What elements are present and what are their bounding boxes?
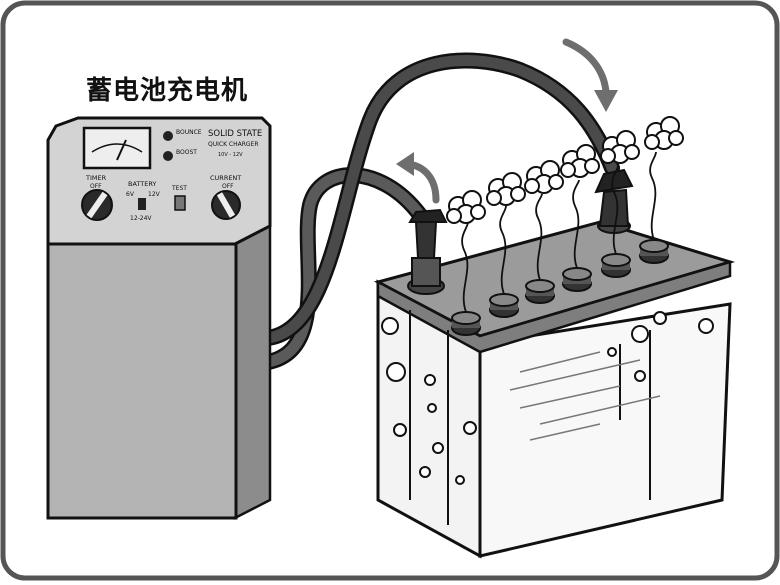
gas-cloud-2 bbox=[486, 172, 526, 206]
negative-cable bbox=[262, 169, 426, 368]
current-label: CURRENT bbox=[210, 174, 241, 182]
test-button bbox=[174, 195, 186, 211]
charger-panel-edge bbox=[48, 225, 271, 245]
charging-cables bbox=[260, 52, 620, 370]
cell-cap-1 bbox=[451, 311, 481, 336]
brand-line-2: QUICK CHARGER bbox=[208, 141, 259, 148]
indicator-bottom-label: BOOST bbox=[176, 149, 197, 156]
clamp-removal-arrow bbox=[396, 152, 440, 204]
battery-front-ribs bbox=[409, 310, 449, 525]
gas-cloud-3 bbox=[524, 160, 564, 194]
negative-terminal-clamp bbox=[407, 208, 448, 295]
current-off-label: OFF bbox=[222, 183, 234, 190]
cell-cap-5 bbox=[601, 253, 631, 278]
gas-fume-clouds bbox=[446, 116, 684, 224]
battery-6v-label: 6V bbox=[126, 191, 135, 198]
test-label: TEST bbox=[171, 185, 187, 192]
battery-charger: BOUNCE BOOST SOLID STATE QUICK CHARGER 1… bbox=[46, 116, 272, 521]
charger-body bbox=[46, 238, 238, 520]
gas-fume-lines bbox=[461, 151, 657, 313]
gas-cloud-6 bbox=[644, 116, 684, 150]
battery-side-ribs bbox=[619, 330, 651, 500]
battery-cell-caps bbox=[451, 239, 669, 336]
brand-line-1: SOLID STATE bbox=[208, 129, 262, 139]
clamp-attach-arrow bbox=[562, 38, 618, 112]
indicator-light-bottom bbox=[163, 151, 173, 161]
battery-range-label: 12-24V bbox=[130, 215, 152, 222]
gas-cloud-5 bbox=[600, 130, 640, 164]
ammeter-needle bbox=[116, 139, 127, 161]
gas-cloud-1 bbox=[446, 190, 486, 224]
model-label: 10V - 12V bbox=[218, 152, 243, 158]
electrolyte-bubbles bbox=[381, 311, 714, 485]
positive-cable bbox=[262, 55, 618, 344]
gas-cloud-4 bbox=[560, 144, 600, 178]
timer-label: TIMER bbox=[85, 174, 107, 182]
electrolyte-motion-lines bbox=[509, 351, 661, 441]
timer-knob-pointer bbox=[86, 191, 108, 219]
positive-terminal-clamp bbox=[594, 168, 634, 234]
timer-off-label: OFF bbox=[90, 183, 102, 190]
ammeter-scale bbox=[91, 143, 143, 153]
diagram-title: 蓄电池充电机 bbox=[86, 76, 249, 106]
battery-12v-label: 12V bbox=[148, 191, 161, 198]
ammeter bbox=[82, 126, 152, 170]
cell-cap-6 bbox=[639, 239, 669, 264]
cell-cap-3 bbox=[525, 279, 555, 304]
cell-cap-2 bbox=[489, 293, 519, 318]
current-knob-pointer bbox=[216, 192, 236, 218]
charger-side-face bbox=[233, 224, 272, 521]
indicator-light-top bbox=[163, 131, 173, 141]
battery-label: BATTERY bbox=[128, 180, 156, 188]
battery-toggle-switch bbox=[138, 198, 146, 210]
indicator-top-label: BOUNCE bbox=[176, 129, 202, 136]
cell-cap-4 bbox=[562, 267, 592, 292]
